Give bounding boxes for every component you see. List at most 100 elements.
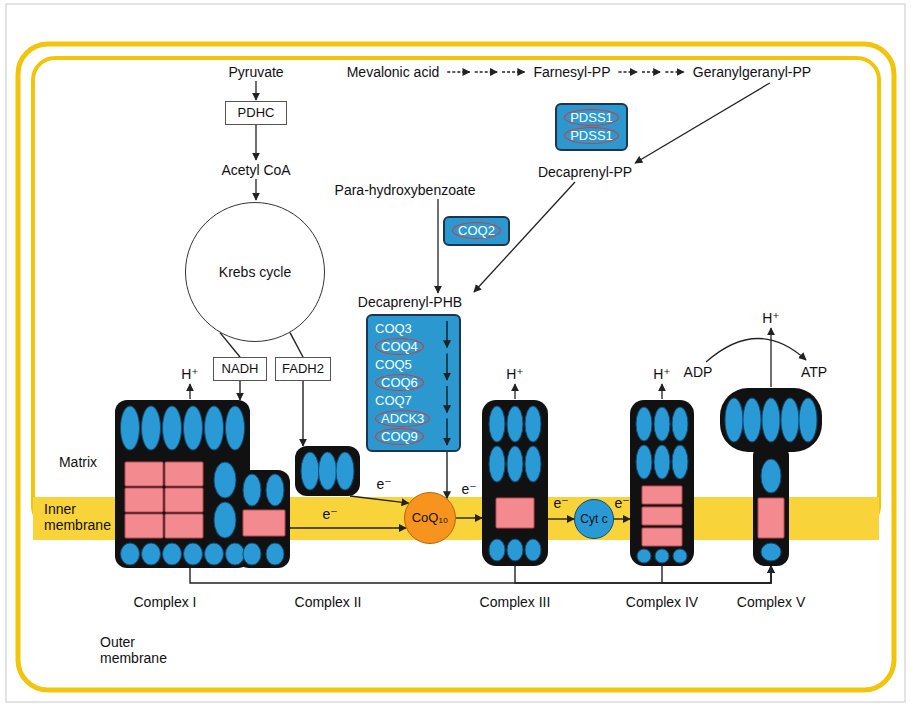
protein-subunit <box>525 446 541 482</box>
proton-label: H⁺ <box>506 366 524 382</box>
proton-return-line <box>662 566 771 583</box>
enzyme-box: PDHC <box>225 101 287 125</box>
electron-arrow <box>456 517 482 518</box>
node-text: CoQ₁₀ <box>412 509 449 527</box>
protein-subunit <box>226 543 245 565</box>
protein-subunit <box>672 407 688 441</box>
membrane-subunit <box>165 488 203 512</box>
complex-label: Complex II <box>295 594 362 610</box>
complex-illustration <box>115 400 290 568</box>
protein-subunit <box>507 539 523 561</box>
complex-shape: Complex II <box>295 446 360 496</box>
membrane-subunit <box>165 462 203 486</box>
gene-name: PDSS1 <box>564 127 619 144</box>
gene-name: COQ2 <box>452 222 501 239</box>
protein-subunit <box>243 474 261 506</box>
metabolite-label: Geranylgeranyl-PP <box>693 64 811 80</box>
flow-arrow <box>239 381 240 400</box>
metabolite-label: Mevalonic acid <box>347 64 440 80</box>
electron-label: e⁻ <box>376 476 391 492</box>
pathway-arrow <box>255 179 256 200</box>
protein-subunit <box>163 543 182 565</box>
gene-row: COQ2 <box>452 222 501 240</box>
complex-illustration <box>295 446 360 496</box>
electron-label: e⁻ <box>322 506 337 522</box>
compartment-label: Outer membrane <box>100 634 180 666</box>
complex-body <box>630 400 694 566</box>
node-text: Cyt c <box>580 510 607 528</box>
complex-body <box>237 470 290 568</box>
membrane-subunit <box>243 510 285 536</box>
carrier-box: NADH <box>213 357 267 381</box>
protein-subunit <box>489 539 505 561</box>
protein-subunit <box>672 445 688 479</box>
protein-subunit <box>489 406 505 442</box>
gene-name: COQ9 <box>375 428 424 445</box>
node-text: Krebs cycle <box>219 263 291 281</box>
protein-subunit <box>654 445 670 479</box>
protein-subunit <box>636 407 652 441</box>
protein-subunit <box>319 452 337 490</box>
membrane-subunit <box>642 528 682 546</box>
electron-arrow <box>350 496 409 503</box>
protein-subunit <box>336 452 354 490</box>
gene-name: COQ6 <box>375 374 424 391</box>
proton-return-line <box>515 566 771 583</box>
pathway-arrow <box>437 199 438 293</box>
pathway-arrow <box>255 81 256 100</box>
proton-arrow <box>661 384 662 399</box>
membrane-subunit <box>758 498 784 538</box>
protein-subunit <box>655 549 669 563</box>
complex-shape: Complex III <box>482 400 548 566</box>
proton-arrow <box>514 384 515 399</box>
electron-arrow <box>548 518 574 519</box>
protein-subunit <box>266 543 284 565</box>
membrane-subunit <box>496 498 534 528</box>
outer-membrane <box>18 44 894 690</box>
proton-label: H⁺ <box>762 310 780 326</box>
complex-illustration <box>482 400 548 566</box>
gene-name: ADCK3 <box>375 410 430 427</box>
multi-step-arrow <box>475 71 497 72</box>
metabolite-label: ADP <box>684 364 713 380</box>
complex-label: Complex V <box>737 594 805 610</box>
step-arrow <box>446 321 447 348</box>
atp-synthesis-arrow <box>706 338 806 362</box>
multi-step-arrow <box>642 71 660 72</box>
protein-subunit <box>489 446 505 482</box>
proton-arrow <box>770 328 771 387</box>
complex-shape: Complex I <box>115 400 290 568</box>
gene-row: COQ6 <box>375 374 424 392</box>
proton-label: H⁺ <box>181 366 199 382</box>
coq10-circle: CoQ₁₀ <box>404 492 456 544</box>
protein-subunit <box>507 446 523 482</box>
protein-subunit <box>507 406 523 442</box>
node-text: COQ7 <box>375 392 412 410</box>
protein-subunit <box>243 543 261 565</box>
protein-subunit <box>761 543 781 561</box>
gene-row: COQ4 <box>375 338 424 356</box>
protein-subunit <box>525 539 541 561</box>
complex-label: Complex I <box>133 594 196 610</box>
complex-shape: Complex V <box>720 388 822 566</box>
protein-subunit <box>673 549 687 563</box>
protein-subunit <box>121 543 140 565</box>
protein-subunit <box>184 543 203 565</box>
krebs-cycle-circle: Krebs cycle <box>185 202 325 342</box>
cytochrome-c-circle: Cyt c <box>574 499 614 539</box>
membrane-subunit <box>165 514 203 538</box>
protein-subunit <box>525 406 541 442</box>
complex-label: Complex III <box>480 594 551 610</box>
metabolite-label: Decaprenyl-PHB <box>358 294 462 310</box>
complex-body <box>482 400 548 566</box>
protein-subunit <box>142 406 161 450</box>
protein-subunit <box>163 406 182 450</box>
protein-subunit <box>214 502 236 538</box>
pathway-arrow <box>635 83 770 163</box>
flow-arrow <box>446 452 447 498</box>
complex-label: Complex IV <box>626 594 698 610</box>
gene-name: PDSS1 <box>564 109 619 126</box>
gene-row: PDSS1 <box>564 109 619 127</box>
complex-body <box>720 388 822 452</box>
